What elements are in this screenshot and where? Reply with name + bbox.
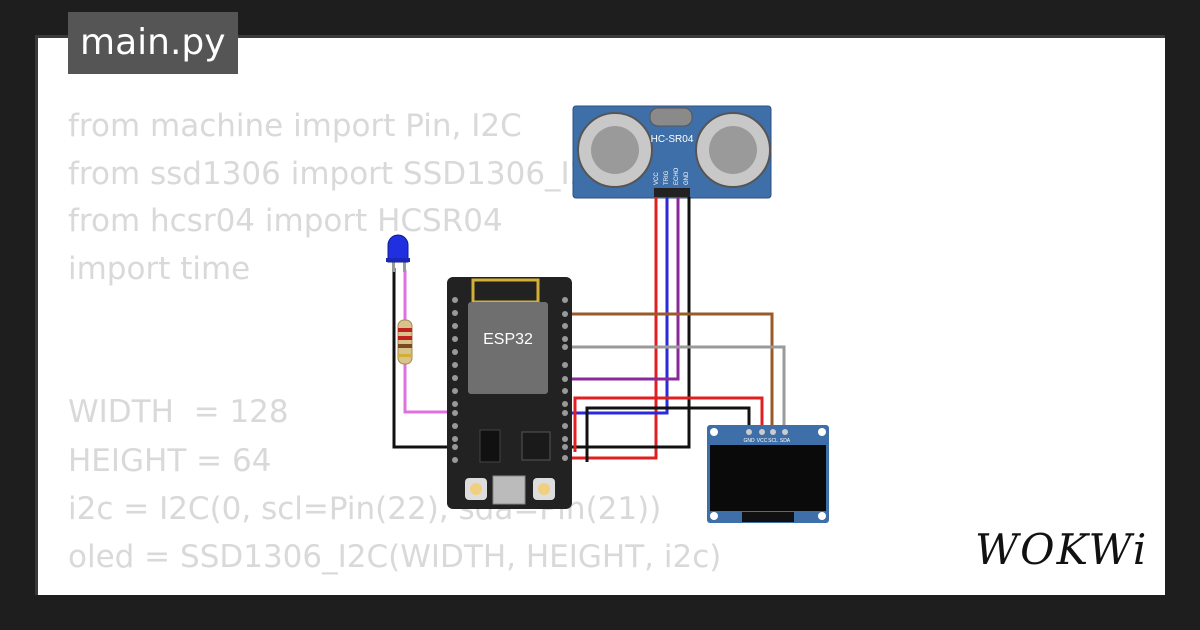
code-line: from machine import Pin, I2C [68,108,522,144]
blue-led[interactable] [386,234,410,272]
esp32-board[interactable]: ESP32 [447,277,572,509]
esp32-label: ESP32 [483,331,533,348]
wokwi-logo: WOKWi [975,525,1149,574]
sensor-wires [567,197,691,460]
oled-pin-scl: SCL [768,438,778,444]
oled-display[interactable]: GND VCC SCL SDA [707,425,829,523]
sensor-pin-trig: TRIG [664,170,670,185]
code-line: WIDTH = 128 [68,394,289,430]
code-line: from hcsr04 import HCSR04 [68,203,503,239]
code-line: import time [68,251,251,287]
oled-screen [710,445,826,511]
sensor-pin-gnd: GND [684,171,690,185]
sensor-label: HC-SR04 [651,134,694,145]
sensor-pin-vcc: VCC [654,172,660,185]
esp32-left-pins [452,297,458,463]
file-tab[interactable]: main.py [68,12,238,74]
code-line: oled = SSD1306_I2C(WIDTH, HEIGHT, i2c) [68,539,722,575]
ultrasonic-sensor[interactable]: HC-SR04 VCC TRIG ECHO GND [572,105,772,199]
oled-wires [567,312,786,462]
oled-pin-vcc: VCC [757,438,768,444]
esp32-right-pins [562,297,568,461]
oled-pin-gnd: GND [743,438,755,444]
sensor-pin-echo: ECHO [674,167,680,185]
code-line: HEIGHT = 64 [68,443,272,479]
oled-pin-sda: SDA [780,438,791,444]
resistor[interactable] [397,319,413,365]
led-wires [392,268,455,449]
code-editor: from machine import Pin, I2C from ssd130… [68,0,868,575]
